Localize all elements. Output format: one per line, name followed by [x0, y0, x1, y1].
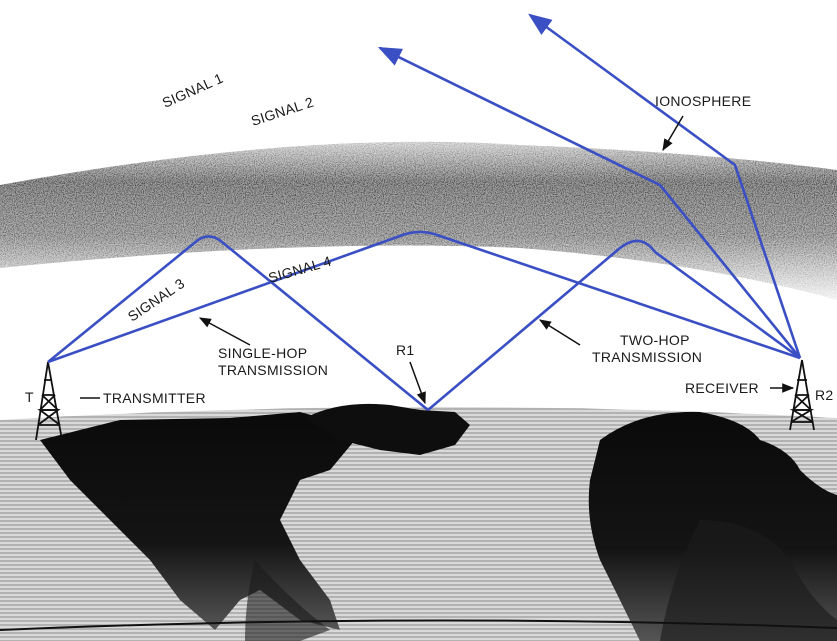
label-t: T — [25, 389, 34, 405]
label-signal-1: SIGNAL 1 — [160, 70, 226, 111]
ionosphere-layer — [0, 142, 837, 300]
label-single-hop-1: SINGLE-HOP — [218, 345, 307, 361]
label-ionosphere: IONOSPHERE — [655, 93, 751, 109]
label-single-hop-2: TRANSMISSION — [218, 362, 328, 378]
label-signal-3: SIGNAL 3 — [125, 275, 188, 325]
signal-3-path — [48, 236, 428, 410]
label-r2: R2 — [815, 387, 834, 403]
label-r1: R1 — [396, 342, 415, 358]
label-two-hop-2: TRANSMISSION — [592, 349, 702, 365]
label-signal-4: SIGNAL 4 — [266, 253, 333, 286]
label-signal-2: SIGNAL 2 — [249, 94, 316, 129]
label-transmitter: TRANSMITTER — [103, 390, 206, 406]
label-two-hop-1: TWO-HOP — [620, 332, 690, 348]
earth-surface — [0, 404, 837, 641]
label-receiver: RECEIVER — [685, 380, 759, 396]
